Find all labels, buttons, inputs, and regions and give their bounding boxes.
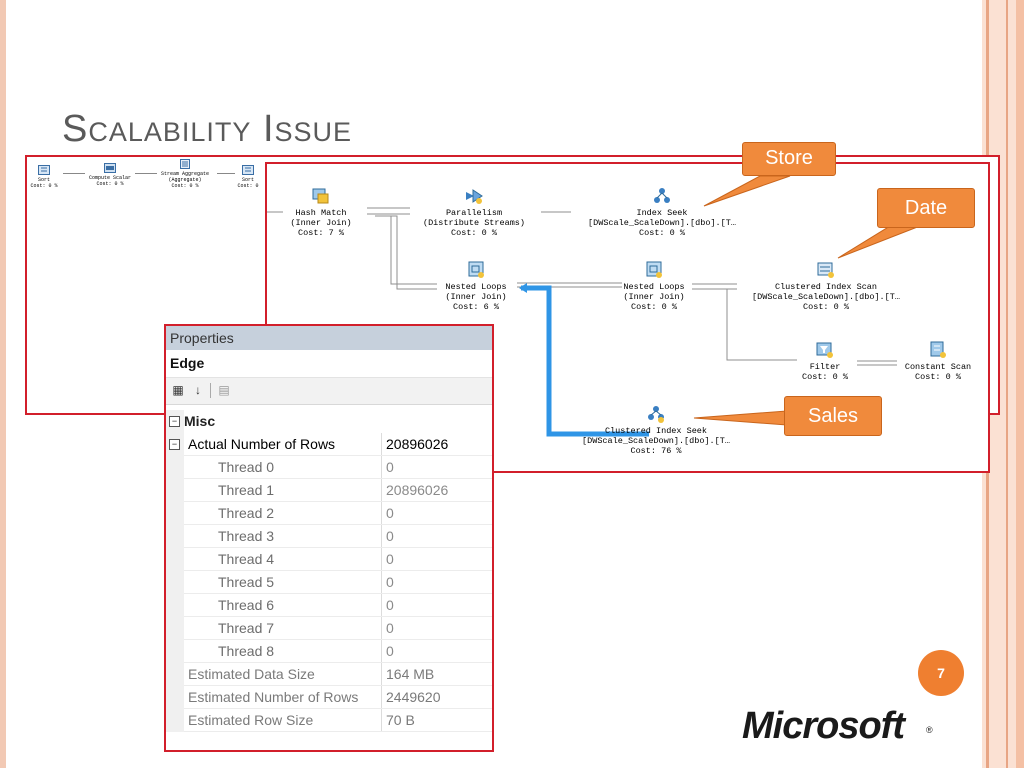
microsoft-logo: Microsoft — [742, 705, 905, 747]
plan-connector — [63, 173, 85, 174]
property-row-estimated-number-of-rows[interactable]: Estimated Number of Rows 2449620 — [166, 686, 492, 709]
property-row-thread[interactable]: Thread 3 0 — [166, 525, 492, 548]
stream-aggregate-icon — [180, 159, 190, 169]
plan-connector — [217, 173, 235, 174]
page-number-badge: 7 — [918, 650, 964, 696]
property-row-thread[interactable]: Thread 8 0 — [166, 640, 492, 663]
callout-store: Store — [742, 142, 836, 176]
property-row-thread[interactable]: Thread 4 0 — [166, 548, 492, 571]
slide-frame-stripe — [1006, 0, 1008, 768]
plan-op-filter[interactable]: Filter Cost: 0 % — [793, 340, 857, 382]
plan-connectors — [267, 207, 897, 437]
plan-op-nested-loops-2[interactable]: Nested Loops (Inner Join) Cost: 0 % — [613, 260, 695, 312]
highlighted-edge[interactable] — [521, 285, 649, 437]
clustered-index-scan-icon — [817, 262, 834, 278]
index-seek-icon — [654, 188, 670, 203]
slide-frame-stripe — [1016, 0, 1024, 768]
nested-loops-icon — [646, 261, 662, 278]
slide-title: Scalability Issue — [62, 108, 353, 150]
property-row-thread[interactable]: Thread 5 0 — [166, 571, 492, 594]
plan-op-nested-loops-1[interactable]: Nested Loops (Inner Join) Cost: 6 % — [435, 260, 517, 312]
plan-op-parallelism[interactable]: Parallelism (Distribute Streams) Cost: 0… — [407, 186, 541, 238]
plan-op-sort-2[interactable]: Sort Cost: 0 — [233, 165, 263, 189]
sort-icon — [242, 165, 254, 175]
toolbar-separator — [210, 383, 211, 398]
plan-op-hash-match[interactable]: Hash Match (Inner Join) Cost: 7 % — [275, 186, 367, 238]
parallelism-icon — [466, 189, 483, 204]
properties-object: Edge — [166, 350, 492, 378]
plan-connector — [135, 173, 157, 174]
plan-op-index-seek[interactable]: Index Seek [DWScale_ScaleDown].[dbo].[T…… — [569, 186, 755, 238]
collapse-icon[interactable]: − — [169, 439, 180, 450]
property-row-actual-rows[interactable]: − Actual Number of Rows 20896026 — [166, 433, 492, 456]
clustered-index-seek-icon — [648, 406, 664, 423]
property-row-thread[interactable]: Thread 1 20896026 — [166, 479, 492, 502]
property-row-estimated-data-size[interactable]: Estimated Data Size 164 MB — [166, 663, 492, 686]
property-row-thread[interactable]: Thread 0 0 — [166, 456, 492, 479]
property-row-estimated-row-size[interactable]: Estimated Row Size 70 B — [166, 709, 492, 732]
compute-scalar-icon — [104, 163, 116, 173]
sort-icon — [38, 165, 50, 175]
plan-op-stream-aggregate[interactable]: Stream Aggregate (Aggregate) Cost: 0 % — [155, 159, 215, 189]
slide-frame-left — [0, 0, 6, 768]
collapse-icon[interactable]: − — [169, 416, 180, 427]
plan-op-constant-scan[interactable]: Constant Scan Cost: 0 % — [893, 340, 983, 382]
callout-date: Date — [877, 188, 975, 228]
callout-sales: Sales — [784, 396, 882, 436]
category-misc[interactable]: − Misc — [166, 410, 492, 433]
sort-alphabetical-icon[interactable]: ↓ — [195, 383, 201, 397]
property-row-thread[interactable]: Thread 6 0 — [166, 594, 492, 617]
plan-op-compute-scalar[interactable]: Compute Scalar Cost: 0 % — [85, 163, 135, 187]
registered-mark: ® — [926, 725, 933, 735]
property-pages-icon[interactable]: ▤ — [218, 383, 230, 397]
properties-title: Properties — [166, 326, 492, 350]
categorized-icon[interactable]: ▦ — [172, 383, 184, 397]
constant-scan-icon — [930, 341, 946, 358]
hash-match-icon — [312, 188, 329, 204]
properties-toolbar: ▦ ↓ ▤ — [166, 378, 492, 405]
plan-op-clustered-index-scan[interactable]: Clustered Index Scan [DWScale_ScaleDown]… — [733, 260, 919, 312]
nested-loops-icon — [468, 261, 484, 278]
property-row-thread[interactable]: Thread 7 0 — [166, 617, 492, 640]
plan-op-clustered-index-seek[interactable]: Clustered Index Seek [DWScale_ScaleDown]… — [563, 404, 749, 456]
plan-op-sort[interactable]: Sort Cost: 0 % — [29, 165, 59, 189]
filter-icon — [816, 342, 833, 358]
properties-grid: − Misc − Actual Number of Rows 20896026 … — [166, 406, 492, 746]
property-row-thread[interactable]: Thread 2 0 — [166, 502, 492, 525]
properties-panel: Properties Edge ▦ ↓ ▤ − Misc − Actual Nu… — [164, 324, 494, 752]
